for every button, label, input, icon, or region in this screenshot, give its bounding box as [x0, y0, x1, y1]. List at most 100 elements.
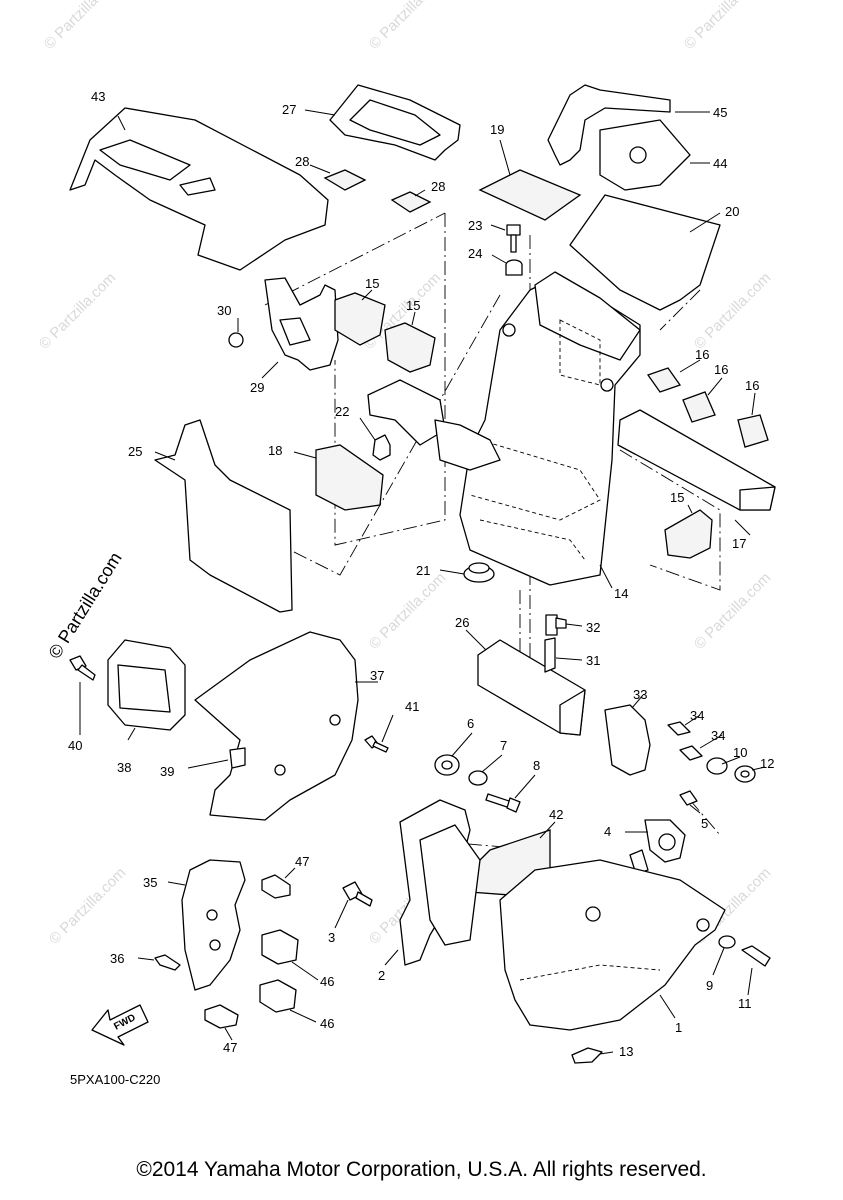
- callout-30: 30: [217, 303, 231, 318]
- part-23-bolt: [490, 224, 521, 253]
- callout-40: 40: [68, 738, 82, 753]
- part-46-relay-top: [261, 929, 319, 981]
- callout-35: 35: [143, 875, 157, 890]
- part-16-pads: [646, 359, 769, 448]
- part-4-lock: [625, 819, 686, 875]
- part-34-screws: [667, 714, 723, 761]
- callout-16b: 16: [714, 362, 728, 377]
- callout-12: 12: [760, 756, 774, 771]
- callout-19: 19: [490, 122, 504, 137]
- callout-3: 3: [328, 930, 335, 945]
- callout-34b: 34: [711, 728, 725, 743]
- callout-26: 26: [455, 615, 469, 630]
- part-20-panel: [569, 194, 721, 311]
- part-47-holder-top: [261, 867, 296, 899]
- part-22-fitting: [359, 417, 391, 461]
- part-10-collar: [706, 756, 741, 775]
- callout-16c: 16: [745, 378, 759, 393]
- part-39-clip: [187, 747, 246, 769]
- callout-29: 29: [250, 380, 264, 395]
- callout-44: 44: [713, 156, 727, 171]
- callout-8: 8: [533, 758, 540, 773]
- callout-46b: 46: [320, 1016, 334, 1031]
- callout-22: 22: [335, 404, 349, 419]
- callout-28b: 28: [431, 179, 445, 194]
- callout-20: 20: [725, 204, 739, 219]
- callout-43: 43: [91, 89, 105, 104]
- callout-33: 33: [633, 687, 647, 702]
- part-11-bolt: [741, 945, 771, 996]
- callout-38: 38: [117, 760, 131, 775]
- callout-46a: 46: [320, 974, 334, 989]
- callout-4: 4: [604, 824, 611, 839]
- callout-15c: 15: [670, 490, 684, 505]
- part-25-side-cover: [154, 419, 293, 613]
- callout-36: 36: [110, 951, 124, 966]
- part-2-bracket: [384, 799, 481, 966]
- callout-47a: 47: [295, 854, 309, 869]
- callout-31: 31: [586, 653, 600, 668]
- part-26-foam-block: [465, 629, 586, 736]
- callout-28a: 28: [295, 154, 309, 169]
- callout-42: 42: [549, 807, 563, 822]
- watermark: © Partzilla.com: [681, 0, 764, 53]
- part-46-relay-bottom: [259, 979, 317, 1023]
- callout-15b: 15: [406, 298, 420, 313]
- part-40-bolt: [69, 655, 96, 735]
- part-33-latch: [604, 694, 651, 776]
- part-18-pad: [293, 444, 384, 511]
- part-47-holder-bottom: [204, 1004, 239, 1041]
- part-1-side-cover: [499, 859, 726, 1031]
- part-44-bracket: [599, 119, 710, 191]
- part-37-cover: [194, 631, 378, 821]
- watermark: © Partzilla.com: [36, 269, 119, 352]
- callout-39: 39: [160, 764, 174, 779]
- part-7-collar: [468, 754, 503, 786]
- callout-17: 17: [732, 536, 746, 551]
- copyright-notice: ©2014 Yamaha Motor Corporation, U.S.A. A…: [136, 1158, 707, 1181]
- callout-16a: 16: [695, 347, 709, 362]
- callout-15a: 15: [365, 276, 379, 291]
- callout-10: 10: [733, 745, 747, 760]
- part-21-grommet: [439, 562, 495, 583]
- part-13-clip: [571, 1047, 614, 1064]
- part-5-bolt: [679, 790, 701, 814]
- part-12-grommet: [734, 765, 766, 783]
- part-27-tray: [304, 84, 461, 161]
- watermark: © Partzilla.com: [691, 569, 774, 652]
- callout-13: 13: [619, 1044, 633, 1059]
- callout-24: 24: [468, 246, 482, 261]
- callout-45: 45: [713, 105, 727, 120]
- callout-labels: 1 2 3 4 5 6 7 8 9 10 11 12 13 14 15 15 1…: [68, 89, 774, 1059]
- part-32-joint: [545, 614, 583, 636]
- callout-9: 9: [706, 978, 713, 993]
- part-17-foam-bar: [617, 409, 776, 536]
- part-14-battery-box: [367, 271, 641, 589]
- callout-14: 14: [614, 586, 628, 601]
- callout-2: 2: [378, 968, 385, 983]
- watermark-prominent: © Partzilla.com: [44, 549, 125, 662]
- callout-32: 32: [586, 620, 600, 635]
- callout-25: 25: [128, 444, 142, 459]
- callout-18: 18: [268, 443, 282, 458]
- callout-6: 6: [467, 716, 474, 731]
- part-28-pads: [309, 164, 432, 213]
- part-24-collar: [491, 254, 523, 276]
- part-38-bracket: [107, 639, 186, 741]
- callout-47b: 47: [223, 1040, 237, 1055]
- part-35-bracket-plate: [167, 859, 246, 991]
- part-31-hose: [544, 637, 583, 673]
- part-45-strap: [547, 84, 710, 166]
- callout-37: 37: [370, 668, 384, 683]
- callout-7: 7: [500, 738, 507, 753]
- watermark: © Partzilla.com: [366, 569, 449, 652]
- part-9-washer: [712, 935, 736, 976]
- callout-41: 41: [405, 699, 419, 714]
- callout-11: 11: [738, 996, 752, 1011]
- callout-34a: 34: [690, 708, 704, 723]
- diagram-code: 5PXA100-C220: [70, 1072, 160, 1087]
- callout-5: 5: [701, 816, 708, 831]
- watermark: © Partzilla.com: [691, 269, 774, 352]
- part-29-bracket: [228, 277, 339, 379]
- callout-21: 21: [416, 563, 430, 578]
